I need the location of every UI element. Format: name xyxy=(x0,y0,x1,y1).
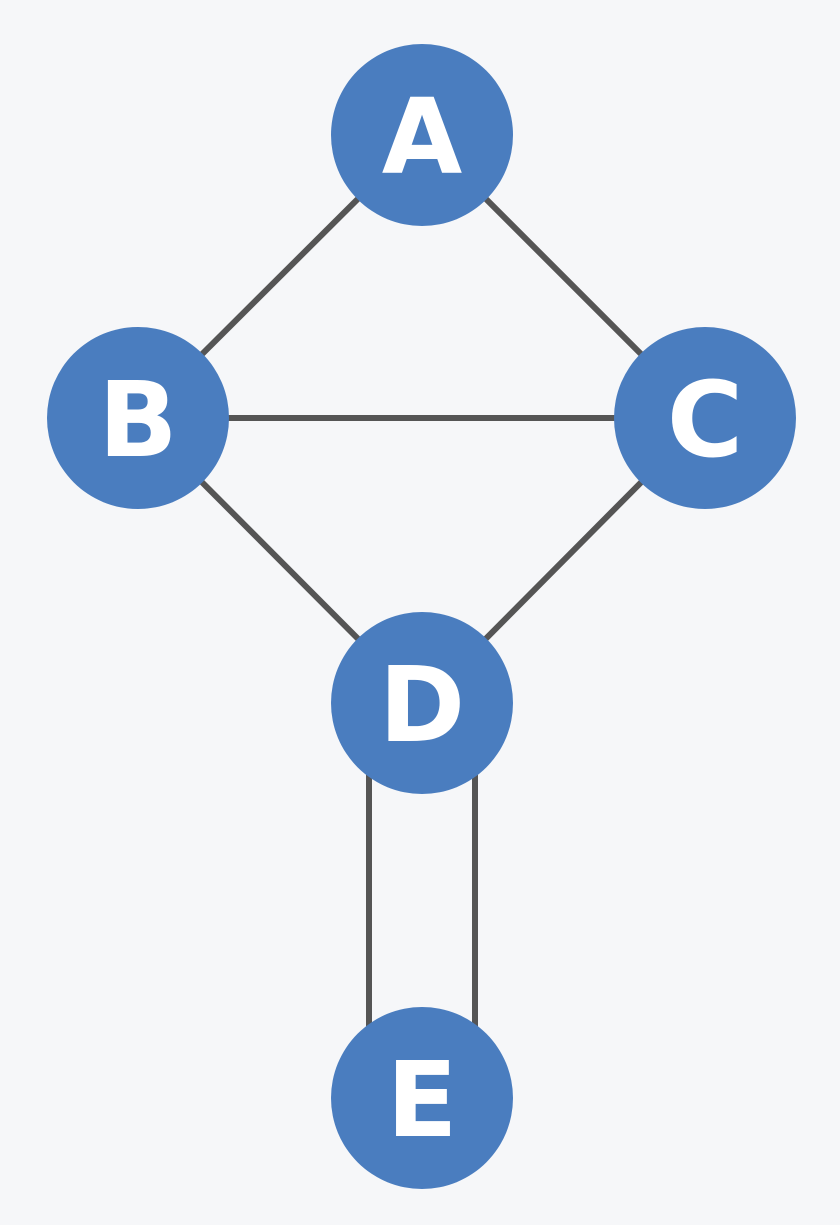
node-label-b: B xyxy=(98,359,177,481)
node-d: D xyxy=(331,612,513,794)
node-circle-b xyxy=(47,327,229,509)
node-e: E xyxy=(331,1007,513,1189)
node-b: B xyxy=(47,327,229,509)
nodes-layer: A B C D E xyxy=(47,44,796,1189)
node-circle-c xyxy=(614,327,796,509)
node-circle-a xyxy=(331,44,513,226)
node-circle-d xyxy=(331,612,513,794)
node-c: C xyxy=(614,327,796,509)
node-label-d: D xyxy=(379,644,465,766)
node-a: A xyxy=(331,44,513,226)
node-circle-e xyxy=(331,1007,513,1189)
node-label-e: E xyxy=(386,1039,457,1161)
node-label-a: A xyxy=(382,76,463,198)
node-label-c: C xyxy=(667,359,743,481)
